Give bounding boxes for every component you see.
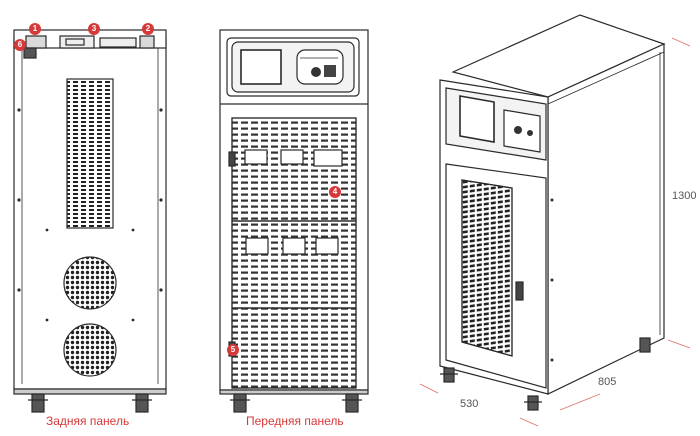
iso-door-handle — [515, 281, 524, 301]
rear-fan-lower — [63, 323, 117, 377]
front-keypad-button — [311, 67, 321, 77]
marker-6: 6 — [14, 39, 26, 51]
rear-panel-caption: Задняя панель — [46, 414, 130, 428]
rear-connector-right — [139, 35, 155, 49]
marker-1: 1 — [29, 23, 41, 35]
marker-3: 3 — [88, 23, 100, 35]
marker-2: 2 — [142, 23, 154, 35]
front-door-hinge-upper — [228, 151, 236, 167]
front-lcd-screen — [240, 49, 282, 85]
rear-terminal-block — [99, 37, 137, 48]
rear-fan-upper — [63, 256, 117, 310]
front-breakers-upper — [244, 149, 343, 167]
dimension-height: 1300 — [672, 190, 697, 202]
front-panel-view — [219, 29, 369, 413]
marker-5: 5 — [227, 344, 239, 356]
front-panel-caption: Передняя панель — [246, 414, 344, 428]
rear-connector-left — [25, 35, 47, 49]
rear-panel-view — [13, 29, 167, 413]
front-breakers-lower — [245, 237, 339, 255]
dimension-width: 530 — [460, 398, 479, 410]
rear-power-inlet — [23, 47, 37, 59]
iso-door-vent — [461, 179, 513, 357]
dimension-depth: 805 — [598, 376, 617, 388]
dimension-lines — [419, 37, 691, 427]
iso-lcd-screen — [459, 95, 495, 143]
rear-vent-grille — [66, 78, 114, 229]
isometric-view — [439, 14, 666, 411]
marker-4: 4 — [329, 186, 341, 198]
rear-connector-center — [59, 35, 95, 49]
